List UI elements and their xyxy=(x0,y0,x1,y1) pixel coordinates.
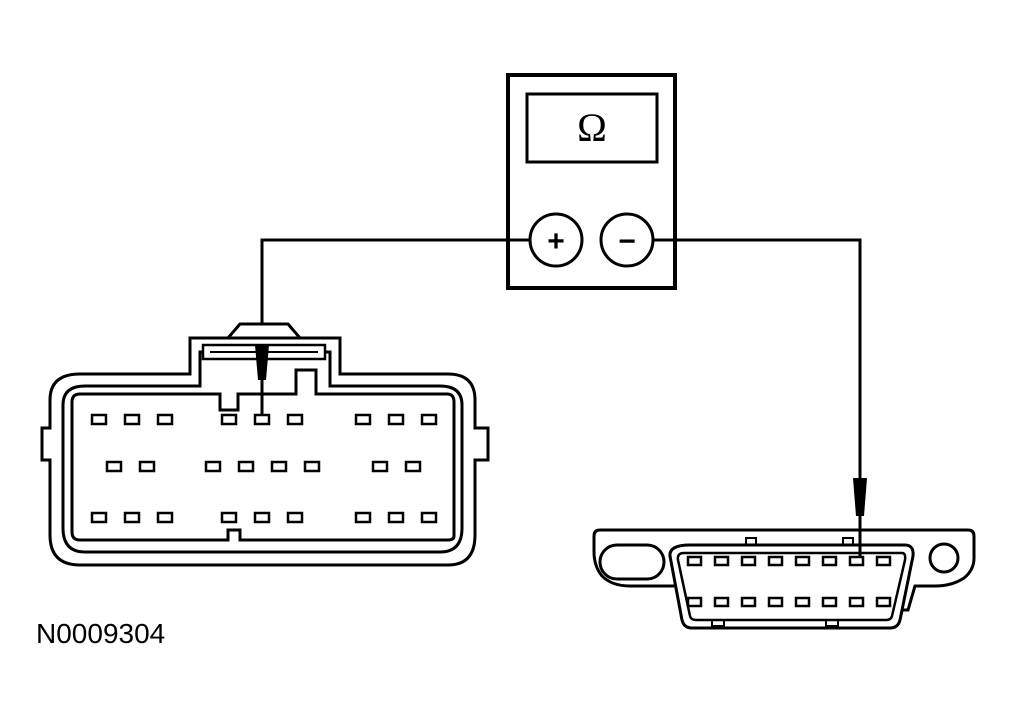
pin-terminal xyxy=(105,460,123,473)
connector-pins xyxy=(90,413,438,524)
dlc-pins xyxy=(686,555,892,608)
figure-id: N0009304 xyxy=(36,618,165,649)
pin-terminal xyxy=(387,413,405,426)
pin-terminal xyxy=(303,460,321,473)
positive-terminal-label: + xyxy=(547,225,565,258)
pin-terminal xyxy=(138,460,156,473)
multimeter: Ω + − xyxy=(506,73,677,290)
dlc-key-tab xyxy=(842,537,854,546)
pin-terminal xyxy=(253,413,271,426)
dlc-key-tab xyxy=(711,619,725,627)
test-leads xyxy=(260,238,862,478)
pin-terminal xyxy=(123,413,141,426)
pin-terminal xyxy=(354,511,372,524)
pin-terminal xyxy=(220,511,238,524)
pin-terminal xyxy=(286,511,304,524)
dlc-round-hole xyxy=(928,542,960,574)
pin-terminal xyxy=(156,511,174,524)
pin-terminal xyxy=(767,596,784,608)
pin-terminal xyxy=(875,596,892,608)
multi-pin-connector xyxy=(40,322,490,567)
pin-terminal xyxy=(740,596,757,608)
pin-terminal xyxy=(794,596,811,608)
connector-pin-face xyxy=(70,368,456,542)
pin-terminal xyxy=(90,413,108,426)
pin-terminal xyxy=(253,511,271,524)
dlc-key-tab xyxy=(825,619,839,627)
pin-terminal xyxy=(90,511,108,524)
pin-terminal xyxy=(371,460,389,473)
pin-terminal xyxy=(387,511,405,524)
pin-terminal xyxy=(204,460,222,473)
pin-terminal xyxy=(420,413,438,426)
pin-terminal xyxy=(821,555,838,567)
pin-terminal xyxy=(270,460,288,473)
pin-terminal xyxy=(713,596,730,608)
positive-probe xyxy=(255,345,269,414)
pin-terminal xyxy=(123,511,141,524)
pin-terminal xyxy=(354,413,372,426)
negative-probe-tip xyxy=(853,478,867,516)
negative-terminal-label: − xyxy=(618,225,636,258)
dlc-body-inner xyxy=(676,551,907,622)
pin-terminal xyxy=(848,555,865,567)
negative-probe xyxy=(853,478,867,557)
pin-terminal xyxy=(848,596,865,608)
pin-terminal xyxy=(156,413,174,426)
pin-terminal xyxy=(237,460,255,473)
dlc-slot-hole xyxy=(598,543,666,581)
pin-terminal xyxy=(686,555,703,567)
pin-terminal xyxy=(821,596,838,608)
dlc-key-tab xyxy=(745,537,757,546)
pin-terminal xyxy=(286,413,304,426)
negative-lead-wire xyxy=(653,238,862,478)
connector-latch xyxy=(224,322,304,340)
positive-lead-wire xyxy=(260,238,530,345)
pin-terminal xyxy=(875,555,892,567)
pin-terminal xyxy=(713,555,730,567)
pin-terminal xyxy=(794,555,811,567)
connector-inner-wall xyxy=(61,350,464,554)
pin-terminal xyxy=(420,511,438,524)
pin-terminal xyxy=(740,555,757,567)
dlc-connector xyxy=(592,528,976,630)
pin-terminal xyxy=(220,413,238,426)
ohm-symbol: Ω xyxy=(577,105,607,150)
pin-terminal xyxy=(404,460,422,473)
pin-terminal xyxy=(767,555,784,567)
pin-terminal xyxy=(686,596,703,608)
positive-probe-tip xyxy=(255,345,269,380)
multimeter-display xyxy=(525,92,659,164)
